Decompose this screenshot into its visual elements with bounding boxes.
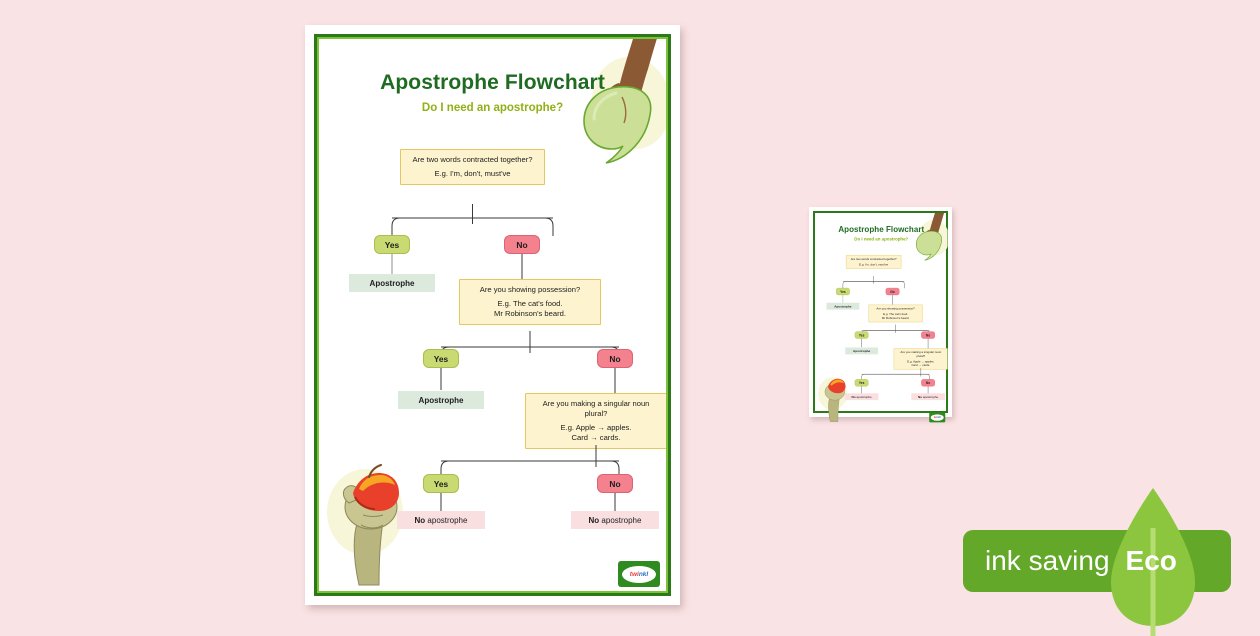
thumb-q2-example1: E.g. The cat's food. [883,312,909,316]
branch-yes-level-3[interactable]: Yes [423,474,459,493]
thumb-question-box-contraction: Are two words contracted together? E.g. … [845,255,902,269]
connector-q3-split [440,445,620,477]
thumb-subtitle: Do I need an apostrophe? [854,237,909,242]
twinkl-text-part2: nkl [638,570,649,578]
thumb-q3-example2: Card → cards. [911,363,931,367]
thumbnail-preview[interactable]: Apostrophe Flowchart Do I need an apostr… [809,207,952,423]
thumbnail-border [813,211,948,413]
thumb-question-box-possession: Are you showing possession? E.g. The cat… [868,304,923,323]
poster-outer-green-border [314,34,671,596]
branch-no-level-1[interactable]: No [504,235,540,254]
thumb-q3-example1: E.g. Apple → apples. [907,359,935,364]
question-text: Are you making a singular noun plural? [542,399,650,419]
thumb-hand-apple-icon [824,378,846,422]
thumb-no-2: No [921,331,935,339]
twinkl-text-part1: twi [629,570,639,578]
thumb-yes-3: Yes [854,379,869,387]
eco-badge-text: ink saving Eco [985,530,1177,592]
hand-holding-apostrophe-icon [583,39,657,164]
thumb-result-no-apostrophe-2: No apostrophe [911,393,945,401]
connector-level3-down [440,493,616,513]
thumbnail-content: Apostrophe Flowchart Do I need an apostr… [815,213,948,424]
question-box-plural: Are you making a singular noun plural? E… [525,393,666,450]
hand-holding-apple-icon [342,464,399,586]
thumb-question-box-plural: Are you making a singular noun plural? E… [893,348,948,370]
ink-saving-eco-badge: ink saving Eco [963,488,1231,636]
question-box-contraction: Are two words contracted together? E.g. … [400,149,545,186]
eco-label: Eco [1125,545,1177,576]
branch-no-level-2[interactable]: No [597,349,633,368]
thumb-apos-word-1: apostrophe [855,395,872,399]
poster-content-area: Apostrophe Flowchart Do I need an apostr… [319,39,666,591]
thumb-result-apostrophe-2: Apostrophe [845,347,879,355]
thumb-connector-3b [861,386,929,395]
example-line-2: Mr Robinson's beard. [494,309,566,319]
thumb-connector-3 [861,368,930,381]
branch-no-level-3[interactable]: No [597,474,633,493]
no-bold: No [588,515,600,525]
thumb-yes-2: Yes [854,331,869,339]
no-bold: No [414,515,426,525]
thumb-connector-1 [842,276,905,289]
thumb-hand-apostrophe-icon [915,213,945,261]
result-apostrophe-2: Apostrophe [398,391,484,409]
thumb-no-1: No [885,287,900,296]
page-title: Apostrophe Flowchart [380,71,605,94]
result-apostrophe-1: Apostrophe [349,274,435,292]
thumb-q3-text: Are you making a singular noun plural? [900,350,942,358]
thumb-result-apostrophe-1: Apostrophe [826,302,860,310]
connector-q1-split [391,204,554,236]
poster-document[interactable]: Apostrophe Flowchart Do I need an apostr… [305,25,680,605]
apostrophe-word: apostrophe [425,515,468,525]
example-line-1: E.g. The cat's food. [497,299,563,309]
thumb-twinkl-part1: twi [933,416,938,419]
thumb-apos-word-2: apostrophe [922,395,939,399]
result-no-apostrophe-1: No apostrophe [397,511,485,529]
thumb-yes-1: Yes [836,287,850,296]
thumb-q1-text: Are two words contracted together? [850,257,897,261]
thumb-no-3: No [921,379,935,387]
apostrophe-word: apostrophe [599,515,642,525]
leaf-icon [1111,488,1195,636]
question-text: Are two words contracted together? [412,155,533,164]
result-no-apostrophe-2: No apostrophe [571,511,659,529]
example-text: E.g. I'm, don't, must've [434,169,511,179]
page-subtitle: Do I need an apostrophe? [421,102,564,114]
thumb-title: Apostrophe Flowchart [838,225,925,235]
branch-yes-level-1[interactable]: Yes [374,235,410,254]
thumb-q2-text: Are you showing possession? [876,306,915,311]
thumb-no-bold-1: No [851,395,856,399]
question-box-possession: Are you showing possession? E.g. The cat… [459,279,601,326]
connector-level1-down [391,254,523,279]
thumb-result-no-apostrophe-1: No apostrophe [844,393,879,401]
ink-saving-label: ink saving [985,545,1110,576]
thumb-q2-example2: Mr Robinson's beard. [881,316,910,320]
thumb-connector-1b [842,295,893,305]
branch-yes-level-2[interactable]: Yes [423,349,459,368]
thumb-no-bold-2: No [917,395,923,399]
connector-level2-down [440,368,616,394]
thumb-twinkl-part2: nkl [937,416,941,419]
thumb-connector-2b [861,338,929,349]
question-text: Are you showing possession? [479,285,581,294]
example-line-1: E.g. Apple → apples. [560,423,632,433]
thumb-q1-example: E.g. I'm, don't, must've [859,262,889,267]
example-line-2: Card → cards. [571,433,621,443]
